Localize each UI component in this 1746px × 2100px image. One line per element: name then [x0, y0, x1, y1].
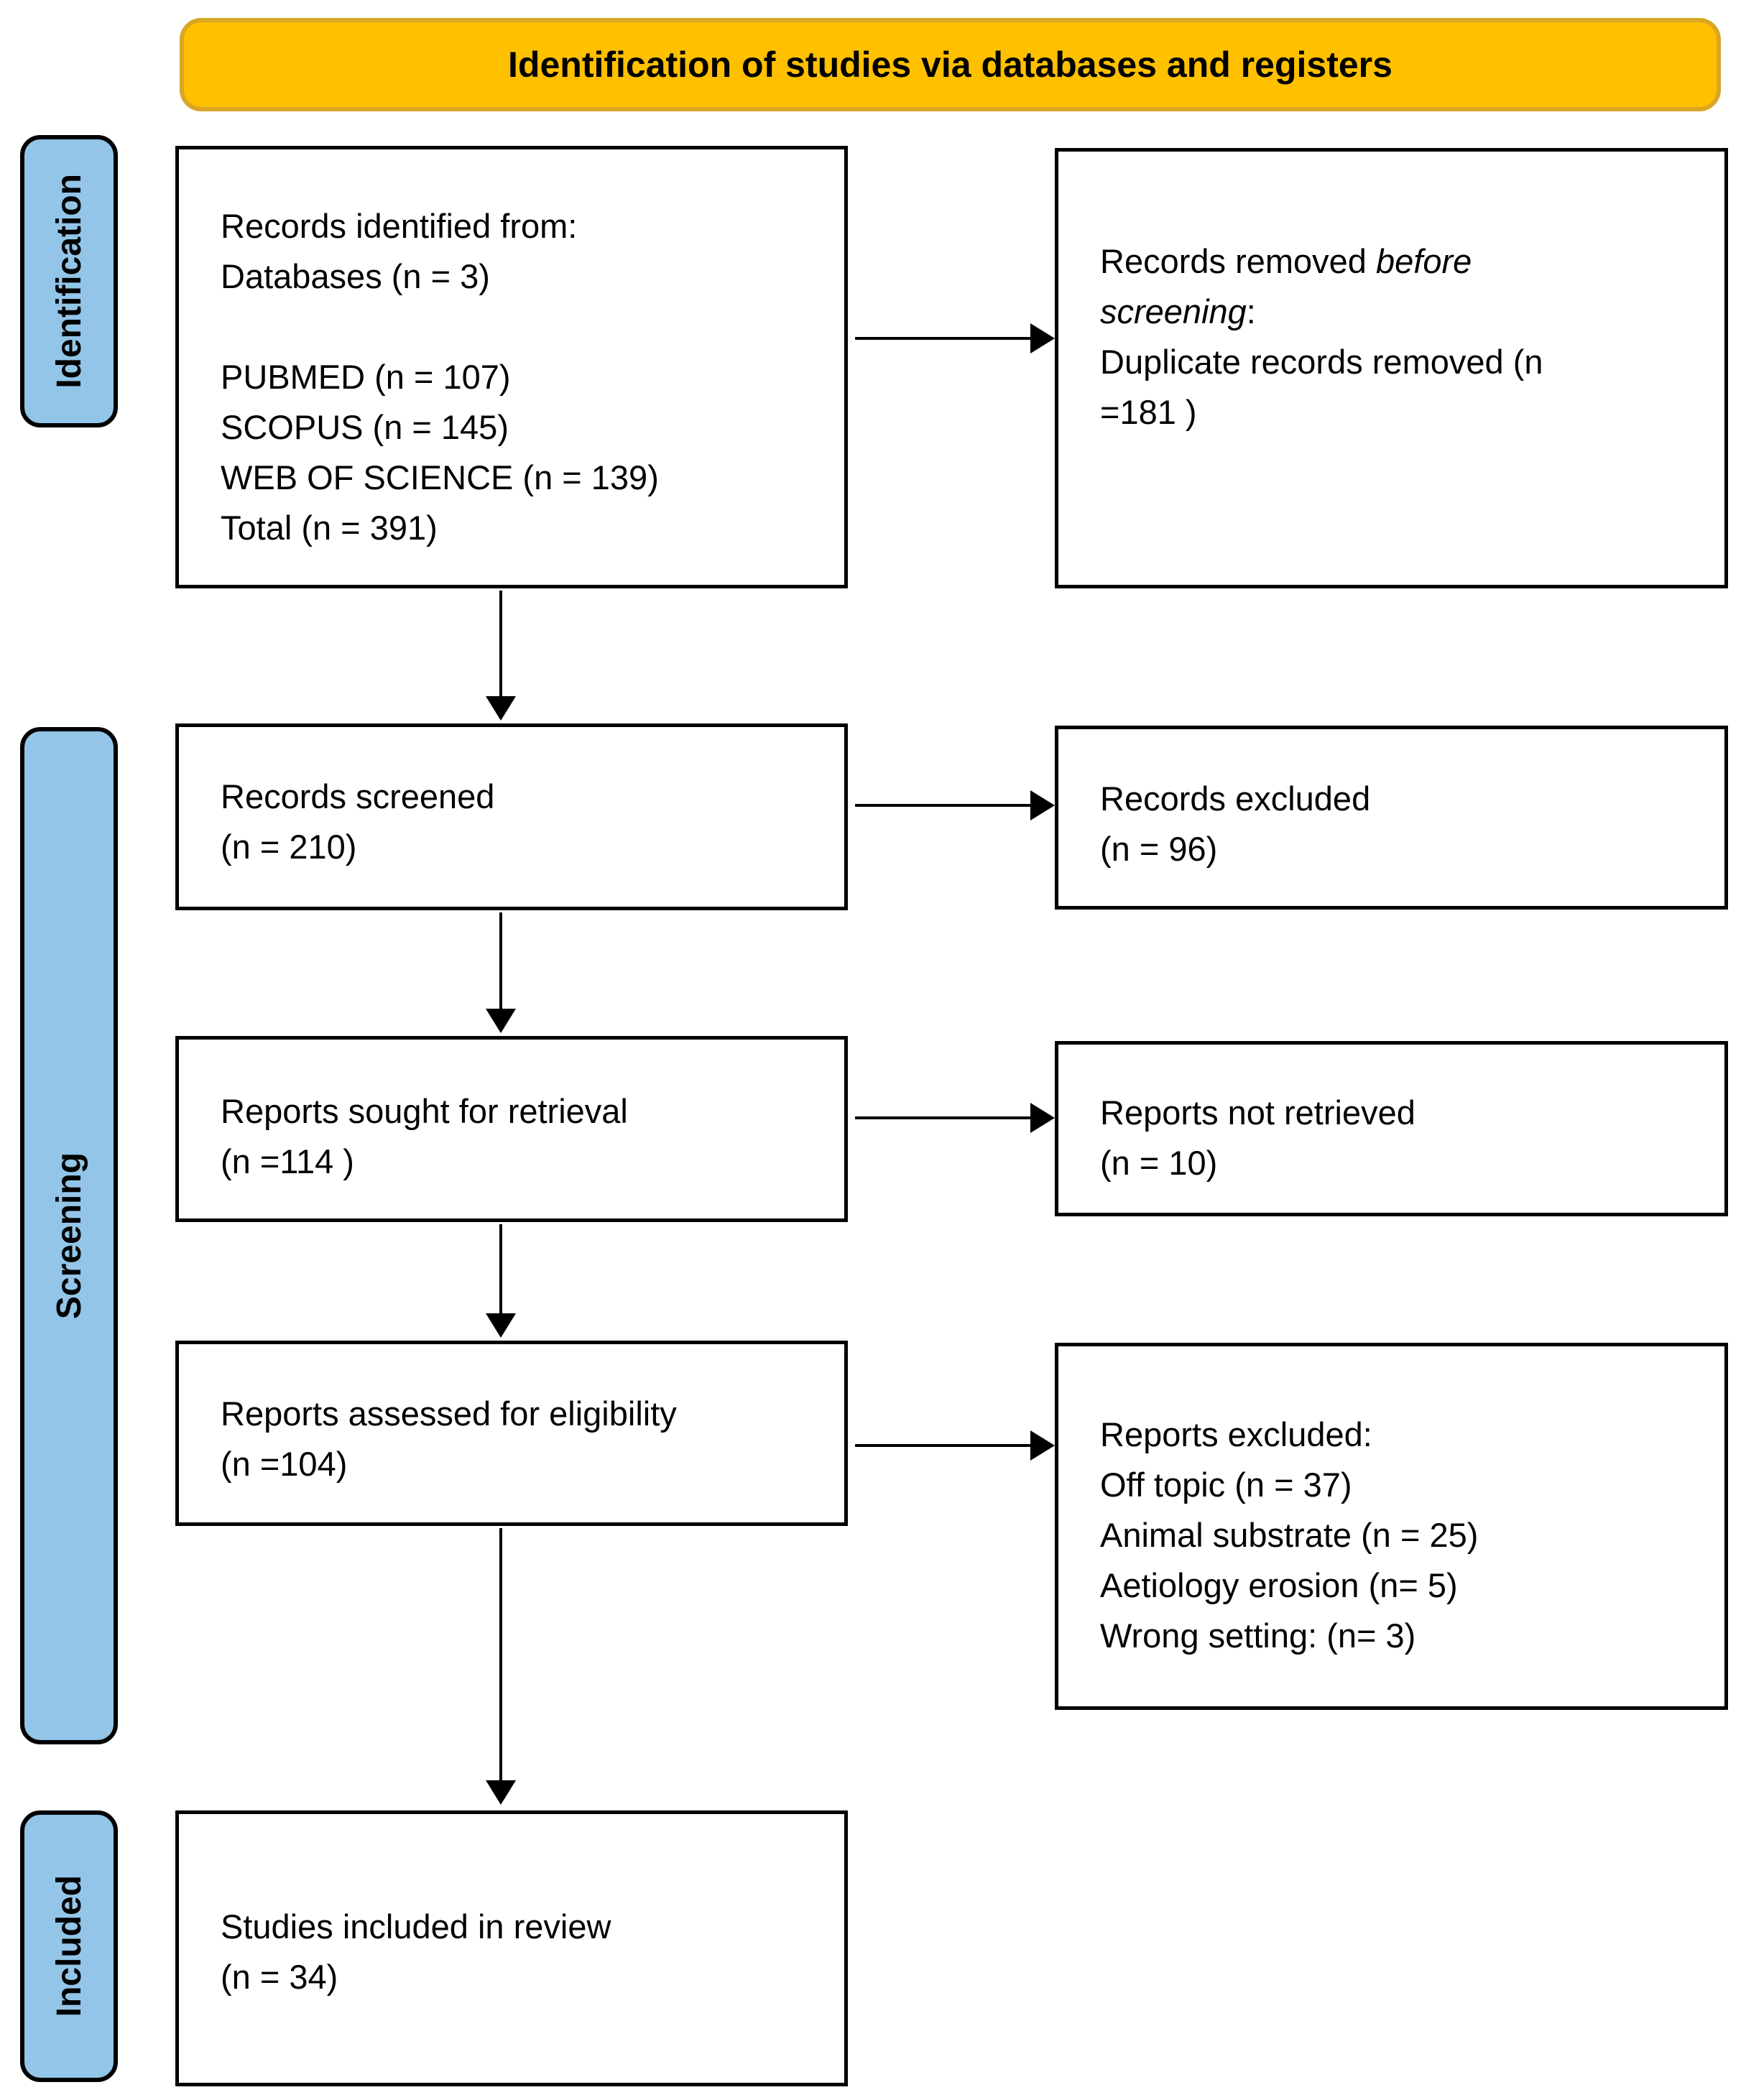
stage-label-included-text: Included	[50, 1875, 88, 2017]
text-line: screening:	[1100, 292, 1256, 330]
text-line: (n =104)	[221, 1445, 348, 1483]
text-line: Total (n = 391)	[221, 509, 438, 547]
arrow-head-icon	[1030, 790, 1055, 820]
arrow-line	[855, 1444, 1030, 1447]
text-line: Aetiology erosion (n= 5)	[1100, 1566, 1458, 1604]
arrow-line	[855, 1116, 1030, 1119]
banner-title-text: Identification of studies via databases …	[508, 45, 1392, 85]
text-line: Records identified from:	[221, 207, 578, 245]
text-line: Records screened	[221, 777, 495, 815]
stage-label-screening: Screening	[20, 727, 118, 1744]
text-line: =181 )	[1100, 393, 1197, 431]
arrow-head-icon	[486, 696, 516, 721]
text-line: Reports not retrieved	[1100, 1093, 1415, 1132]
text-line: (n = 96)	[1100, 830, 1218, 868]
box-studies-included-in-review: Studies included in review (n = 34)	[175, 1810, 848, 2086]
stage-label-identification-text: Identification	[50, 174, 88, 389]
text-line: Studies included in review	[221, 1907, 611, 1946]
text-line: WEB OF SCIENCE (n = 139)	[221, 458, 659, 496]
box-reports-assessed-for-eligibility: Reports assessed for eligibility (n =104)	[175, 1341, 848, 1526]
stage-label-included: Included	[20, 1810, 118, 2082]
banner-title: Identification of studies via databases …	[180, 18, 1721, 111]
box-records-excluded: Records excluded (n = 96)	[1055, 726, 1728, 910]
text-line: Reports sought for retrieval	[221, 1092, 628, 1130]
text-line: (n = 210)	[221, 828, 357, 866]
text-line: Records removed before	[1100, 242, 1472, 280]
arrow-head-icon	[486, 1313, 516, 1338]
arrow-head-icon	[1030, 1430, 1055, 1461]
box-records-identified: Records identified from: Databases (n = 3…	[175, 146, 848, 588]
text-line: Reports assessed for eligibility	[221, 1394, 677, 1433]
text-line: Reports excluded:	[1100, 1415, 1372, 1453]
arrow-head-icon	[1030, 1103, 1055, 1133]
box-reports-not-retrieved: Reports not retrieved (n = 10)	[1055, 1041, 1728, 1216]
stage-label-identification: Identification	[20, 135, 118, 427]
arrow-head-icon	[1030, 323, 1055, 353]
text-line: (n =114 )	[221, 1142, 354, 1180]
arrow-line	[499, 1224, 502, 1313]
arrow-line	[855, 337, 1030, 340]
text-line: Wrong setting: (n= 3)	[1100, 1616, 1416, 1655]
arrow-line	[499, 912, 502, 1009]
text-line: Animal substrate (n = 25)	[1100, 1516, 1479, 1554]
arrow-line	[499, 1528, 502, 1780]
arrow-head-icon	[486, 1009, 516, 1033]
text-line: SCOPUS (n = 145)	[221, 408, 509, 446]
box-reports-excluded: Reports excluded: Off topic (n = 37) Anima…	[1055, 1343, 1728, 1710]
text-line: (n = 34)	[221, 1958, 338, 1996]
text-line: (n = 10)	[1100, 1144, 1218, 1182]
arrow-head-icon	[486, 1780, 516, 1805]
box-reports-sought-for-retrieval: Reports sought for retrieval (n =114 )	[175, 1036, 848, 1222]
text-line: Records excluded	[1100, 780, 1371, 818]
arrow-line	[499, 591, 502, 696]
box-records-screened: Records screened (n = 210)	[175, 723, 848, 910]
stage-label-screening-text: Screening	[50, 1152, 88, 1320]
arrow-line	[855, 804, 1030, 807]
text-line: Off topic (n = 37)	[1100, 1466, 1352, 1504]
text-line: Databases (n = 3)	[221, 257, 490, 295]
text-line	[221, 302, 823, 352]
box-records-removed-before-screening: Records removed before screening: Duplicat…	[1055, 148, 1728, 588]
text-line: PUBMED (n = 107)	[221, 358, 511, 396]
text-line: Duplicate records removed (n	[1100, 343, 1543, 381]
